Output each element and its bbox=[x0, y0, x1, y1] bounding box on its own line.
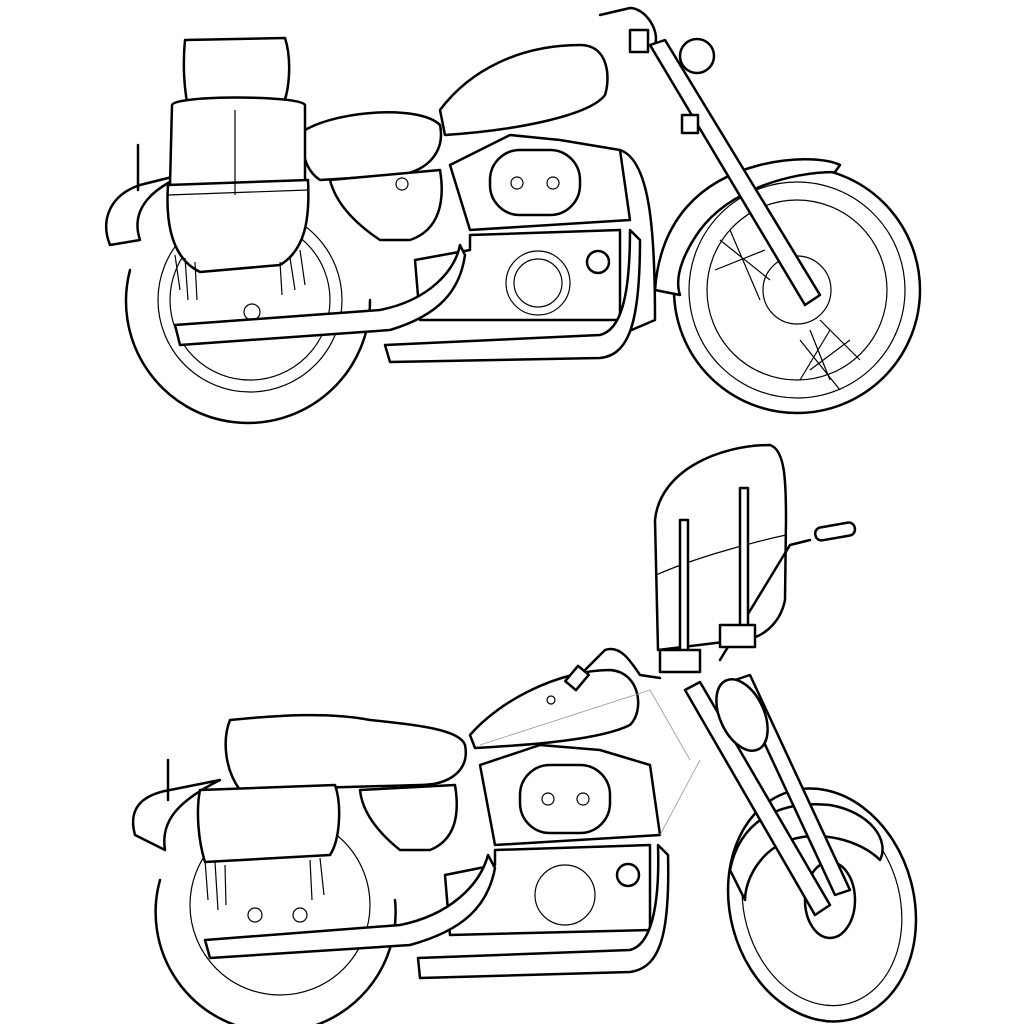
lower-exhaust-2 bbox=[416, 843, 670, 980]
motorcycle-side-view bbox=[105, 6, 922, 425]
side-cover bbox=[328, 168, 443, 242]
exhaust-pipe-2 bbox=[203, 853, 497, 960]
windshield bbox=[653, 443, 788, 674]
saddlebag-2 bbox=[196, 783, 341, 911]
front-fork bbox=[648, 38, 822, 307]
fuel-tank-2 bbox=[468, 668, 640, 750]
front-fork-2 bbox=[683, 680, 832, 917]
rear-fender-2 bbox=[131, 778, 222, 852]
headlight-2 bbox=[715, 678, 769, 752]
exhaust-pipe bbox=[173, 243, 467, 347]
fuel-tank bbox=[438, 43, 609, 137]
seat bbox=[301, 111, 443, 182]
lower-exhaust bbox=[383, 228, 642, 364]
headlight bbox=[678, 37, 716, 75]
saddlebag bbox=[166, 36, 310, 301]
motorcycle-windshield-view bbox=[131, 443, 918, 1024]
engine-2 bbox=[443, 689, 701, 937]
handlebar bbox=[598, 6, 658, 47]
seat-2 bbox=[224, 713, 468, 792]
side-cover-2 bbox=[358, 783, 458, 852]
front-fender bbox=[653, 157, 842, 297]
engine bbox=[413, 133, 657, 337]
